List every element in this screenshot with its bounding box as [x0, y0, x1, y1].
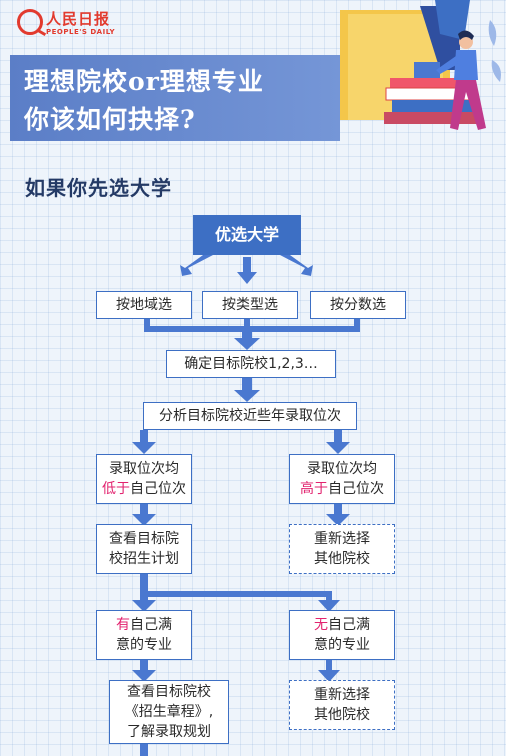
node-rank-higher: 录取位次均 高于自己位次	[289, 454, 395, 504]
node-has-major: 有自己满 意的专业	[96, 610, 192, 660]
node-confirm-target: 确定目标院校1,2,3…	[166, 350, 336, 378]
node-no-major: 无自己满 意的专业	[289, 610, 395, 660]
book-stack-1	[390, 78, 470, 88]
laptop	[414, 62, 440, 78]
arrow-to-type-shaft	[243, 257, 251, 273]
node-rank-higher-line1: 录取位次均	[307, 461, 377, 477]
node-view-plan: 查看目标院 校招生计划	[96, 524, 192, 574]
node-reselect-2: 重新选择 其他院校	[289, 680, 395, 730]
page-title-line-2: 你该如何抉择?	[24, 105, 196, 134]
options-merge-bar	[144, 326, 360, 332]
arrow-to-type-head	[237, 272, 257, 284]
logo-english: PEOPLE'S DAILY	[46, 28, 116, 36]
node-has-major-rest: 自己满	[130, 617, 172, 633]
node-view-rules-line2: 《招生章程》,	[124, 704, 214, 720]
node-no-major-line1: 无自己满	[314, 615, 370, 635]
node-reselect-2-line2: 其他院校	[314, 707, 370, 723]
arrow-to-region	[180, 250, 213, 276]
node-reselect-1-line1: 重新选择	[314, 531, 370, 547]
logo-icon	[17, 9, 43, 35]
arrow-to-confirm	[234, 338, 260, 350]
node-view-rules-line1: 查看目标院校	[127, 684, 211, 700]
title-banner	[10, 55, 340, 141]
node-view-plan-line2: 校招生计划	[109, 551, 179, 567]
node-option-region: 按地域选	[96, 291, 192, 319]
plan-branch-bar	[140, 591, 330, 597]
highlight-higher: 高于	[300, 481, 328, 497]
node-has-major-line2: 意的专业	[116, 637, 172, 653]
arrow-to-analyze	[234, 390, 260, 402]
highlight-no: 无	[314, 617, 328, 633]
node-rank-higher-rest: 自己位次	[328, 481, 384, 497]
node-option-score: 按分数选	[310, 291, 406, 319]
student-books-illustration	[340, 0, 501, 130]
node-reselect-1-line2: 其他院校	[314, 551, 370, 567]
node-view-rules: 查看目标院校 《招生章程》, 了解录取规划	[109, 680, 229, 744]
node-reselect-1: 重新选择 其他院校	[289, 524, 395, 574]
node-rank-lower: 录取位次均 低于自己位次	[96, 454, 192, 504]
node-reselect-2-line1: 重新选择	[314, 687, 370, 703]
person-body	[454, 50, 478, 80]
highlight-lower: 低于	[102, 481, 130, 497]
node-has-major-line1: 有自己满	[116, 615, 172, 635]
person-legs	[450, 80, 486, 130]
node-no-major-line2: 意的专业	[314, 637, 370, 653]
arrow-to-score	[280, 250, 313, 276]
node-rank-higher-line2: 高于自己位次	[300, 479, 384, 499]
person-head	[459, 35, 473, 49]
node-no-major-rest: 自己满	[328, 617, 370, 633]
section-title: 如果你先选大学	[25, 176, 172, 200]
node-rank-lower-line2: 低于自己位次	[102, 479, 186, 499]
highlight-has: 有	[116, 617, 130, 633]
node-rank-lower-rest: 自己位次	[130, 481, 186, 497]
node-start: 优选大学	[193, 215, 301, 255]
page-title-line-1: 理想院校or理想专业	[24, 67, 264, 96]
node-analyze-rank: 分析目标院校近些年录取位次	[143, 402, 357, 430]
node-rank-lower-line1: 录取位次均	[109, 461, 179, 477]
node-option-type: 按类型选	[202, 291, 298, 319]
node-view-rules-line3: 了解录取规划	[127, 724, 211, 740]
node-view-plan-line1: 查看目标院	[109, 531, 179, 547]
logo-chinese: 人民日报	[46, 10, 111, 28]
